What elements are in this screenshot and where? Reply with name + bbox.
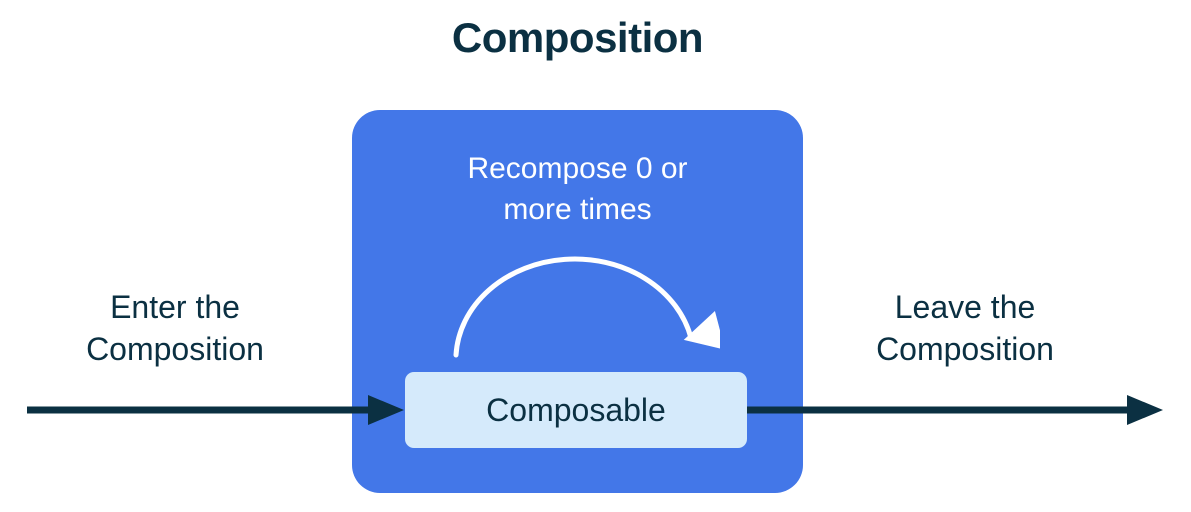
- composable-box: Composable: [405, 372, 747, 448]
- leave-arrow-icon: [747, 395, 1163, 425]
- leave-composition-label: Leave the Composition: [876, 289, 1054, 367]
- recompose-arrow-icon: [453, 256, 720, 358]
- diagram-title: Composition: [451, 14, 704, 61]
- enter-arrow-icon: [27, 395, 404, 425]
- recompose-label: Recompose 0 or more times: [467, 152, 688, 226]
- composable-label: Composable: [486, 391, 666, 428]
- enter-composition-label: Enter the Composition: [86, 289, 264, 367]
